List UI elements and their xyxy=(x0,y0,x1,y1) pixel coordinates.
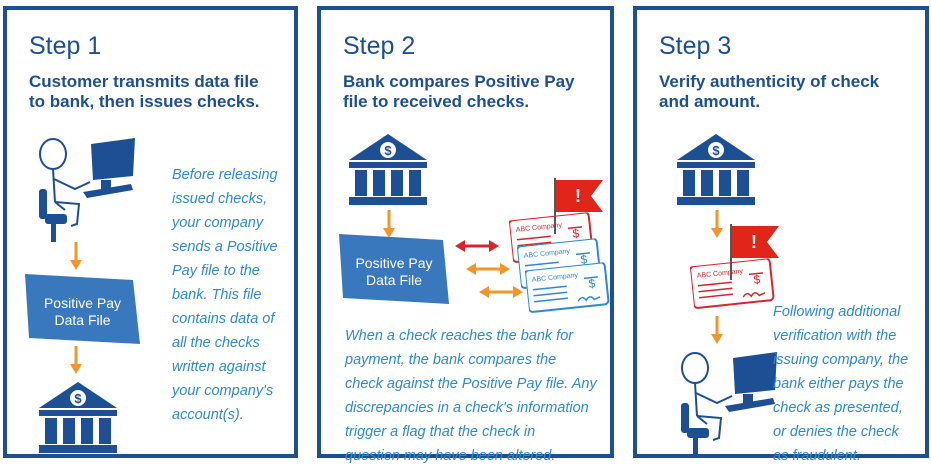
orange-double-arrow-icon xyxy=(466,263,510,275)
bank-icon xyxy=(677,134,755,205)
person-at-computer-icon xyxy=(38,137,136,243)
step-title: Step 1 xyxy=(29,32,102,60)
step-title: Step 3 xyxy=(659,32,732,60)
positive-pay-file-label: Positive Pay Data File xyxy=(25,295,140,329)
file-label-line1: Positive Pay xyxy=(43,295,122,311)
bank-icon xyxy=(349,134,427,205)
step-subtitle: Verify authenticity of check and amount. xyxy=(659,72,880,111)
person-at-computer-icon xyxy=(680,351,778,457)
bank-icon xyxy=(39,382,117,453)
file-label-line2: Data File xyxy=(365,272,423,288)
step-description: Before releasing issued checks, your com… xyxy=(172,167,278,423)
file-label-line1: Positive Pay xyxy=(355,255,433,271)
step-2-panel: Step 2 Bank compares Positive Pay file t… xyxy=(317,6,614,464)
positive-pay-file-icon xyxy=(25,274,140,344)
step-subtitle: Bank compares Positive Pay file to recei… xyxy=(343,72,575,111)
orange-double-arrow-icon xyxy=(479,286,523,298)
check-icon xyxy=(524,261,610,314)
step-description: Following additional verification with t… xyxy=(773,304,909,464)
red-flag-icon xyxy=(554,178,604,235)
down-arrow-icon xyxy=(711,316,725,346)
red-double-arrow-icon xyxy=(455,240,499,252)
step-title: Step 2 xyxy=(343,32,416,60)
step-description: When a check reaches the bank for paymen… xyxy=(345,328,597,464)
step-1-panel: Step 1 Customer transmits data file to b… xyxy=(3,6,298,458)
file-label-line2: Data File xyxy=(54,312,111,328)
down-arrow-icon xyxy=(70,346,84,376)
red-flag-icon xyxy=(730,224,780,281)
down-arrow-icon xyxy=(70,242,84,272)
positive-pay-file-icon xyxy=(339,234,449,304)
positive-pay-file-label: Positive Pay Data File xyxy=(339,255,449,289)
step-subtitle: Customer transmits data file to bank, th… xyxy=(29,72,260,111)
step-3-panel: Step 3 Verify authenticity of check and … xyxy=(633,6,929,464)
down-arrow-icon xyxy=(711,210,725,240)
